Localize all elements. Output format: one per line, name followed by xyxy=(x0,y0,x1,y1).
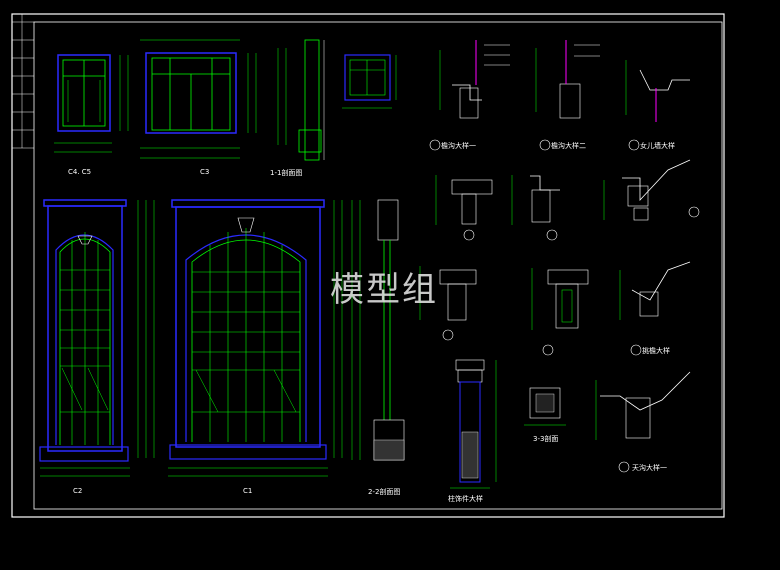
caption-section-3-3: 3-3剖面 xyxy=(533,435,559,443)
window-c1 xyxy=(168,199,343,477)
section-3-3 xyxy=(524,387,566,426)
detail-9 xyxy=(619,261,691,356)
window-c4c5 xyxy=(54,54,129,153)
title-strip xyxy=(12,14,34,149)
caption-c3: C3 xyxy=(200,168,210,176)
sheet-outer-border xyxy=(11,13,725,518)
section-1-1 xyxy=(277,39,325,161)
caption-section-1-1: 1-1剖面图 xyxy=(270,169,303,177)
caption-pillar-detail: 柱饰件大样 xyxy=(448,495,483,503)
caption-c2: C2 xyxy=(73,487,83,495)
detail-8 xyxy=(531,268,589,356)
detail-5 xyxy=(511,175,560,241)
window-c2 xyxy=(39,199,155,477)
detail-6 xyxy=(603,159,700,221)
detail-1 xyxy=(429,40,510,151)
column-ornament xyxy=(450,359,497,489)
detail-10 xyxy=(595,371,691,473)
detail-3 xyxy=(625,60,690,151)
caption-cornice-2: 檐沟大样二 xyxy=(551,142,586,150)
caption-eave: 挑檐大样 xyxy=(642,347,670,355)
detail-4 xyxy=(435,175,493,241)
sheet-inner-border xyxy=(33,21,723,510)
caption-c4c5: C4. C5 xyxy=(68,168,92,176)
caption-c1: C1 xyxy=(243,487,253,495)
detail-2 xyxy=(535,40,600,151)
window-c3 xyxy=(140,39,257,159)
caption-drain: 天沟大样一 xyxy=(632,464,667,472)
window-small xyxy=(342,54,397,109)
caption-section-2-2: 2-2剖面图 xyxy=(368,488,401,496)
caption-cornice-1: 檐沟大样一 xyxy=(441,142,476,150)
detail-7 xyxy=(419,266,477,341)
caption-parapet: 女儿墙大样 xyxy=(640,142,675,150)
watermark-text: 模型组 xyxy=(330,270,438,310)
section-2-2 xyxy=(351,199,405,461)
